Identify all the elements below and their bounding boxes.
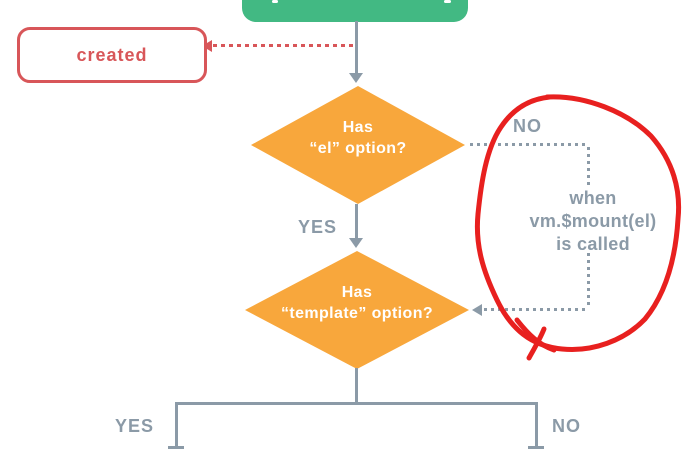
diamond-has-template-line2: “template” option? [280, 305, 434, 322]
diamond-has-template: Has “template” option? [245, 251, 469, 369]
label-yes-bottom: YES [115, 416, 155, 436]
arrowhead-left-gray-icon [472, 304, 482, 316]
branch-right-vertical [535, 402, 538, 449]
no-path-dotted-horizontal-2 [484, 308, 588, 311]
lifecycle-top-box [242, 0, 468, 22]
mount-annotation: when vm.$mount(el) is called [503, 187, 683, 256]
label-yes-mid: YES [298, 217, 338, 237]
connector-mid-vertical [355, 204, 358, 240]
branch-left-vertical [175, 402, 178, 449]
top-box-text-remnant-2 [444, 0, 451, 3]
mount-annotation-line3: is called [556, 234, 630, 254]
mount-annotation-line1: when [569, 188, 617, 208]
arrowhead-down-icon [349, 238, 363, 248]
diamond-has-el-line2: “el” option? [309, 140, 407, 157]
no-path-dotted-vertical-1 [587, 147, 590, 186]
pen-tail-2 [526, 326, 547, 361]
label-no-bottom: NO [552, 416, 581, 436]
no-path-dotted-horizontal-1 [470, 143, 589, 146]
diamond-has-el-line1: Has [342, 119, 374, 136]
no-path-dotted-vertical-2 [587, 253, 590, 309]
arrowhead-down-icon [349, 73, 363, 83]
diamond-has-el-label: Has “el” option? [309, 117, 406, 159]
mount-annotation-line2: vm.$mount(el) [529, 211, 657, 231]
created-dotted-connector [213, 44, 357, 47]
pen-tail-1 [514, 317, 557, 353]
branch-horizontal-line [175, 402, 538, 405]
label-no-top: NO [513, 116, 542, 136]
diamond-has-template-label: Has “template” option? [281, 282, 433, 324]
branch-left-stub [168, 446, 184, 449]
created-label: created [76, 44, 148, 65]
top-box-text-remnant-1 [272, 0, 278, 3]
connector-bottom-vertical [355, 368, 358, 403]
connector-top-vertical [355, 21, 358, 75]
arrowhead-left-red-icon [202, 40, 212, 52]
branch-right-stub [528, 446, 544, 449]
diamond-has-el: Has “el” option? [251, 86, 465, 204]
created-node: created [17, 27, 207, 83]
diamond-has-template-line1: Has [341, 284, 373, 301]
